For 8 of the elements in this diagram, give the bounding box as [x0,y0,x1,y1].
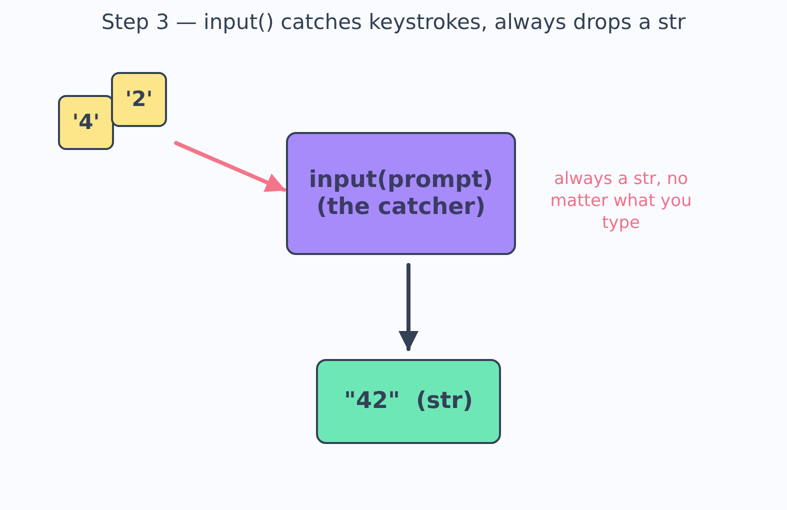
process-box: input(prompt) (the catcher) [286,132,516,255]
arrow [398,263,418,351]
side-note: always a str, no matter what you type [549,168,693,234]
process-box: "42" (str) [316,359,501,444]
diagram-title: Step 3 — input() catches keystrokes, always drops a str [100,10,687,34]
arrow [174,141,286,192]
key-tile: '2' [111,72,167,127]
key-tile: '4' [58,95,114,150]
